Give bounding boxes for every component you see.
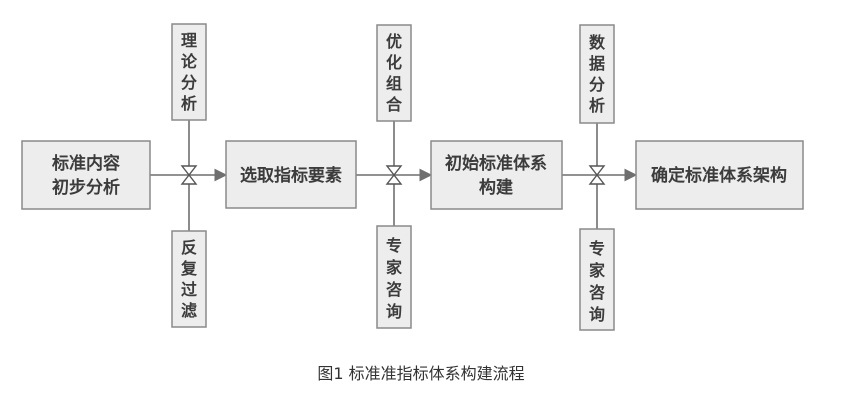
input-text: 论 <box>181 52 198 71</box>
main-step-label-line: 确定标准体系架构 <box>651 165 787 186</box>
input-text: 据 <box>589 54 605 73</box>
input-text: 理 <box>181 31 197 50</box>
main-step-box-step1: 标准内容 初步分析 <box>21 140 151 210</box>
input-text: 滤 <box>181 301 197 320</box>
main-step-label-line: 初步分析 <box>52 177 120 198</box>
valve-icon <box>385 173 403 185</box>
main-step-label-line: 选取指标要素 <box>240 165 342 186</box>
input-text: 反 <box>181 238 197 257</box>
input-text: 数 <box>589 33 606 52</box>
input-box-repeated-filtering: 反 复 过 滤 <box>171 230 207 328</box>
input-box-expert-consultation-2: 专 家 咨 询 <box>579 228 615 331</box>
input-text: 化 <box>386 53 402 72</box>
valve-icon <box>180 173 198 185</box>
main-step-label-line: 构建 <box>479 177 513 198</box>
input-text: 家 <box>589 261 606 280</box>
main-step-label-line: 标准内容 <box>52 153 120 174</box>
input-text: 优 <box>386 32 402 51</box>
input-box-theory-analysis: 理 论 分 析 <box>171 23 207 121</box>
main-step-box-step3: 初始标准体系 构建 <box>430 140 563 210</box>
input-text: 组 <box>386 74 402 93</box>
input-text: 析 <box>181 94 197 113</box>
valve-icon <box>588 165 606 177</box>
main-step-label-line: 初始标准体系 <box>445 153 547 174</box>
input-text: 专 <box>589 239 605 258</box>
input-text: 合 <box>386 95 403 114</box>
input-text: 家 <box>386 258 403 277</box>
valve-icon <box>588 173 606 185</box>
input-text: 专 <box>386 236 402 255</box>
figure-caption: 图1 标准准指标体系构建流程 <box>317 364 524 383</box>
main-step-box-step2: 选取指标要素 <box>225 140 357 209</box>
input-text: 过 <box>181 280 197 299</box>
input-text: 咨 <box>386 280 402 299</box>
input-text: 询 <box>386 302 402 321</box>
valve-icon <box>385 165 403 177</box>
input-text: 询 <box>589 305 605 324</box>
input-text: 分 <box>181 73 197 92</box>
input-box-optimized-combination: 优 化 组 合 <box>376 24 412 122</box>
valve-icon <box>180 165 198 177</box>
input-text: 复 <box>180 259 198 278</box>
input-box-data-analysis: 数 据 分 析 <box>579 24 615 124</box>
input-box-expert-consultation-1: 专 家 咨 询 <box>376 225 412 329</box>
input-text: 分 <box>589 75 605 94</box>
input-text: 咨 <box>589 283 605 302</box>
main-step-box-step4: 确定标准体系架构 <box>635 140 804 210</box>
input-text: 析 <box>589 96 605 115</box>
